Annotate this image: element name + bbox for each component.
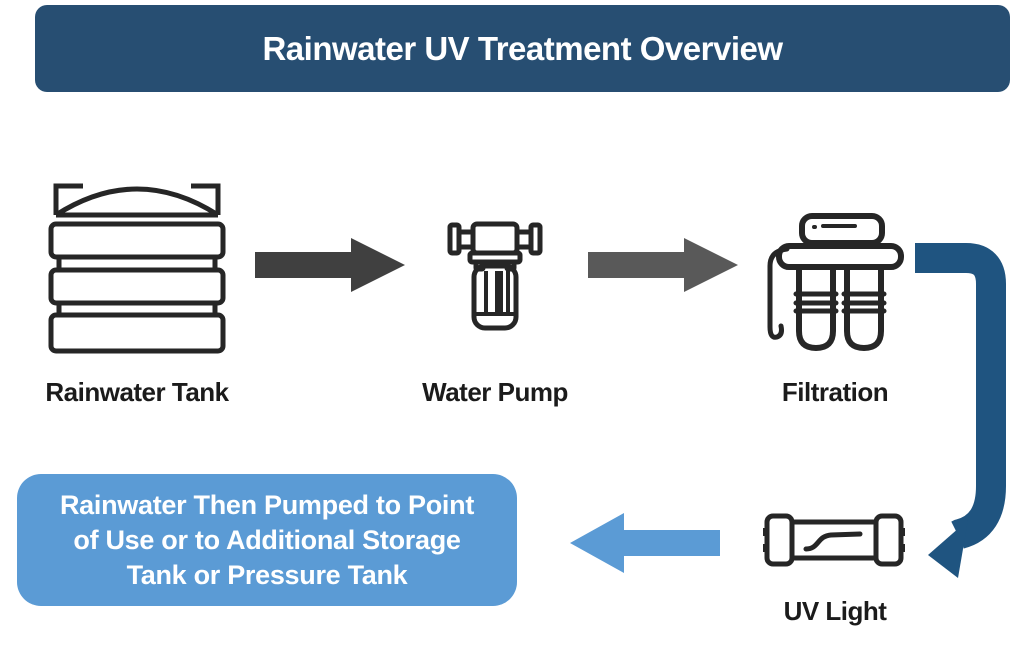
header-banner: Rainwater UV Treatment Overview — [35, 5, 1010, 92]
result-box-line: Tank or Pressure Tank — [126, 559, 408, 590]
label-water-pump: Water Pump — [422, 377, 568, 407]
filter-system-icon — [763, 210, 938, 355]
flow-arrow-uv-to-result — [570, 513, 720, 578]
result-box-line: of Use or to Additional Storage — [73, 524, 461, 555]
water-tank-icon — [47, 173, 227, 355]
page-title: Rainwater UV Treatment Overview — [262, 29, 783, 67]
flow-arrow-pump-to-filtration — [588, 238, 738, 297]
label-filtration: Filtration — [781, 377, 889, 407]
label-uv-light: UV Light — [783, 596, 887, 626]
uv-lamp-icon — [759, 509, 909, 579]
result-box-line: Rainwater Then Pumped to Point — [59, 489, 475, 520]
water-pump-icon — [445, 221, 545, 333]
flow-arrow-filtration-to-uv — [900, 230, 1033, 595]
label-rainwater-tank: Rainwater Tank — [45, 377, 229, 407]
flow-arrow-tank-to-pump — [255, 238, 405, 297]
result-box: Rainwater Then Pumped to Point of Use or… — [17, 474, 517, 606]
